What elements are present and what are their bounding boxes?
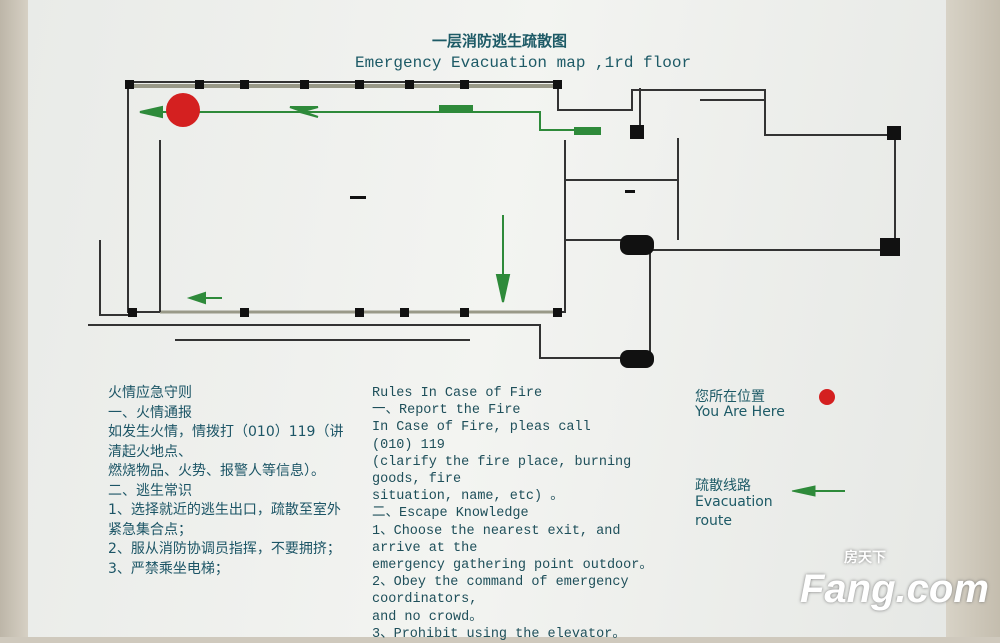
legend-route-cn: 疏散线路 [695, 478, 751, 494]
rules-en-line: and no crowd。 [372, 609, 483, 625]
rules-en-line: situation, name, etc) 。 [372, 489, 564, 505]
rules-cn-line: 清起火地点、 [108, 443, 192, 460]
legend-here-cn: 您所在位置 [695, 389, 765, 405]
rules-en-line: 3、Prohibit using the elevator。 [372, 626, 626, 642]
legend-here-icon [819, 389, 835, 405]
rules-en-line: 一、Report the Fire [372, 403, 521, 419]
watermark: 房天下 Fang.com [800, 550, 989, 611]
rules-en-line: (010) 119 [372, 437, 445, 453]
title-cn: 一层消防逃生疏散图 [432, 32, 568, 50]
rules-en-line: (clarify the fire place, burning [372, 454, 632, 470]
rules-en-line: Rules In Case of Fire [372, 386, 543, 401]
rules-cn-line: 2、服从消防协调员指挥，不要拥挤； [108, 541, 341, 557]
rules-cn-line: 二、逃生常识 [108, 482, 192, 499]
wall-left [0, 0, 30, 637]
wall-right [942, 0, 1000, 637]
rules-en-line: goods, fire [372, 472, 462, 488]
rules-cn-line: 燃烧物品、火势、报警人等信息）。 [108, 463, 325, 479]
rules-cn-line: 一、火情通报 [108, 404, 192, 421]
watermark-brand: Fang.com [800, 567, 989, 611]
you-are-here-marker [166, 93, 200, 127]
rules-cn-line: 1、选择就近的逃生出口，疏散至室外 [108, 502, 341, 518]
rules-cn-line: 如发生火情，情拨打（010）119（讲 [108, 424, 344, 440]
rules-en-line: emergency gathering point outdoor。 [372, 558, 653, 574]
rules-cn: 火情应急守则 一、火情通报 如发生火情，情拨打（010）119（讲 清起火地点、… [108, 384, 343, 579]
rules-cn-line: 3、严禁乘坐电梯； [108, 560, 229, 577]
rules-cn-line: 紧急集合点； [108, 521, 192, 538]
rules-en-line: 2、Obey the command of emergency [372, 575, 629, 591]
rules-en-line: 1、Choose the nearest exit, and [372, 523, 621, 539]
rules-en: Rules In Case of Fire 一、Report the Fire … [372, 385, 653, 643]
legend-route-arrow-icon [791, 485, 845, 497]
rules-en-line: In Case of Fire, pleas call [372, 420, 591, 436]
legend-route-en2: route [695, 513, 732, 529]
rules-en-line: coordinators, [372, 592, 478, 608]
rules-en-line: 二、Escape Knowledge [372, 506, 529, 522]
rules-cn-line: 火情应急守则 [108, 385, 192, 401]
rules-en-line: arrive at the [372, 540, 478, 556]
legend-here-en: You Are Here [695, 404, 785, 420]
title-en: Emergency Evacuation map ,1rd floor [355, 54, 692, 72]
legend-route-en1: Evacuation [695, 494, 773, 510]
watermark-cn: 房天下 [844, 550, 886, 566]
